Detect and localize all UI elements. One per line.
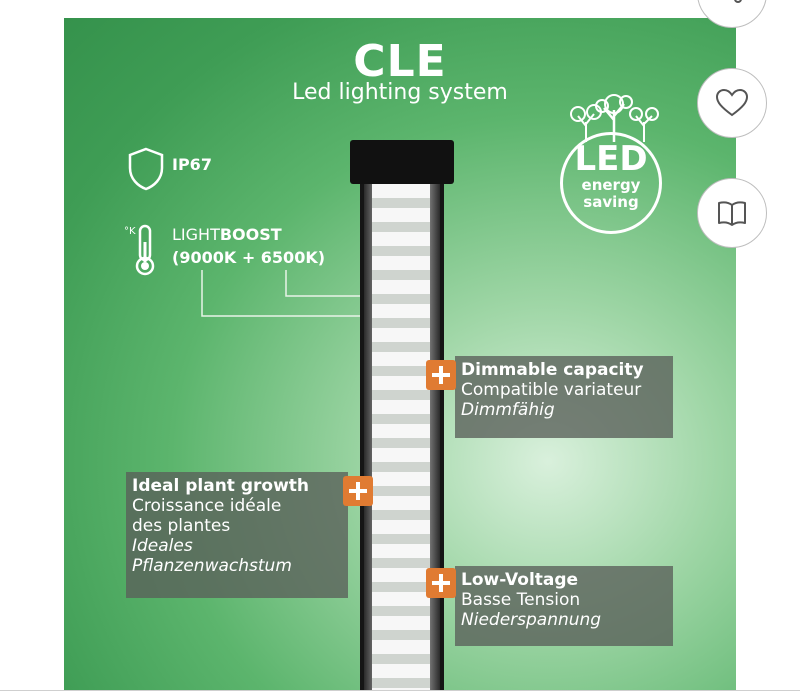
feature-title: Low-Voltage xyxy=(461,570,579,590)
kelvin-symbol: °K xyxy=(124,226,136,237)
brand-title: CLE xyxy=(64,36,736,87)
eco-energy: energy xyxy=(581,176,641,194)
lightboost-title: LIGHTBOOST xyxy=(172,225,282,244)
led-strip xyxy=(372,184,430,690)
bottom-divider xyxy=(0,690,800,691)
feature-italic: Ideales xyxy=(132,536,193,556)
led-tube xyxy=(350,140,454,690)
feature-low-voltage: Low-Voltage Basse Tension Niederspannung xyxy=(455,566,673,646)
brand-text: CLE xyxy=(353,36,447,87)
feature-line: Basse Tension xyxy=(461,590,581,610)
plus-icon xyxy=(343,476,373,506)
shield-icon xyxy=(128,147,164,191)
lightboost-bold: BOOST xyxy=(219,225,282,244)
tube-cap xyxy=(350,140,454,184)
feature-line: Croissance idéale xyxy=(132,496,282,516)
tree-icon xyxy=(570,94,659,142)
lightboost-prefix: LIGHT xyxy=(172,225,220,244)
eco-saving: saving xyxy=(583,193,639,211)
heart-icon xyxy=(715,88,749,117)
favorite-button[interactable] xyxy=(697,68,767,138)
ip-rating: IP67 xyxy=(172,155,212,174)
eco-led: LED xyxy=(574,139,648,179)
plus-icon xyxy=(426,568,456,598)
thermometer-icon: °K xyxy=(124,224,155,276)
guide-button[interactable] xyxy=(697,178,767,248)
feature-title: Ideal plant growth xyxy=(132,476,310,496)
plus-icon xyxy=(426,360,456,390)
book-icon xyxy=(718,201,746,226)
led-energy-saving-badge: LED energy saving xyxy=(556,94,674,244)
share-icon xyxy=(734,0,742,3)
feature-italic: Pflanzenwachstum xyxy=(132,556,292,576)
product-image: CLE Led lighting system IP67 °K LIGHTBOO… xyxy=(64,18,736,690)
feature-plant-growth: Ideal plant growth Croissance idéale des… xyxy=(126,472,348,598)
feature-dimmable: Dimmable capacity Compatible variateur D… xyxy=(455,356,673,438)
feature-line: Compatible variateur xyxy=(461,380,642,400)
feature-title: Dimmable capacity xyxy=(461,360,644,380)
feature-italic: Dimmfähig xyxy=(461,400,555,420)
feature-line: des plantes xyxy=(132,516,231,536)
brand-subtitle: Led lighting system xyxy=(292,80,508,105)
feature-italic: Niederspannung xyxy=(461,610,602,630)
eco-circle: LED energy saving xyxy=(560,132,662,234)
lightboost-values: (9000K + 6500K) xyxy=(172,248,326,267)
